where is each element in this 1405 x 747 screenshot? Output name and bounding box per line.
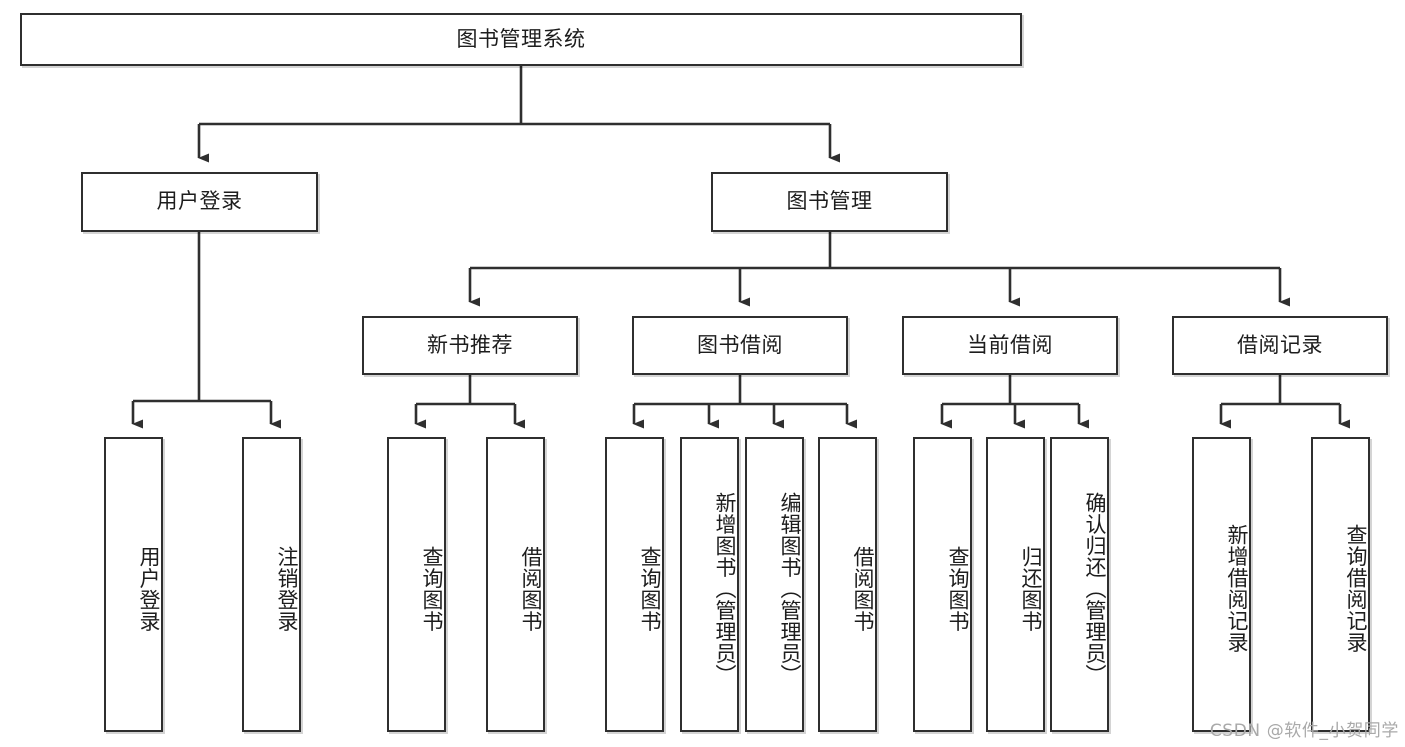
node-book-manage[interactable]: 图书管理 [711,172,948,232]
node-user-login[interactable]: 用户登录 [81,172,318,232]
node-leaf-add-book-label: 新增图书（管理员） [713,491,737,686]
node-leaf-query-book-1[interactable]: 查询图书 [387,437,446,732]
node-leaf-user-logout-label: 注销登录 [275,545,299,632]
node-leaf-borrow-book-1-label: 借阅图书 [519,545,543,632]
node-root[interactable]: 图书管理系统 [20,13,1022,66]
node-leaf-confirm-return[interactable]: 确认归还（管理员） [1050,437,1109,732]
node-borrow-record-label: 借阅记录 [1237,332,1323,357]
node-leaf-edit-book-label: 编辑图书（管理员） [778,491,802,686]
node-leaf-query-book-2[interactable]: 查询图书 [605,437,664,732]
node-leaf-query-book-3-label: 查询图书 [946,545,970,632]
node-book-borrow-label: 图书借阅 [697,332,783,357]
node-leaf-query-book-2-label: 查询图书 [638,545,662,632]
node-leaf-edit-book[interactable]: 编辑图书（管理员） [745,437,804,732]
node-leaf-query-book-1-label: 查询图书 [420,545,444,632]
node-new-book-rec[interactable]: 新书推荐 [362,316,578,375]
node-leaf-borrow-book-2[interactable]: 借阅图书 [818,437,877,732]
node-new-book-rec-label: 新书推荐 [427,332,513,357]
node-leaf-borrow-book-1[interactable]: 借阅图书 [486,437,545,732]
node-book-borrow[interactable]: 图书借阅 [632,316,848,375]
node-current-borrow-label: 当前借阅 [967,332,1053,357]
node-user-login-label: 用户登录 [156,189,243,214]
node-leaf-query-record-label: 查询借阅记录 [1344,524,1368,653]
node-leaf-user-logout[interactable]: 注销登录 [242,437,301,732]
node-leaf-borrow-book-2-label: 借阅图书 [851,545,875,632]
node-borrow-record[interactable]: 借阅记录 [1172,316,1388,375]
node-leaf-return-book-label: 归还图书 [1019,545,1043,632]
node-leaf-query-record[interactable]: 查询借阅记录 [1311,437,1370,732]
node-leaf-query-book-3[interactable]: 查询图书 [913,437,972,732]
node-current-borrow[interactable]: 当前借阅 [902,316,1118,375]
node-leaf-user-login[interactable]: 用户登录 [104,437,163,732]
node-root-label: 图书管理系统 [456,26,586,51]
node-book-manage-label: 图书管理 [786,189,873,214]
node-leaf-add-record-label: 新增借阅记录 [1225,524,1249,653]
node-leaf-confirm-return-label: 确认归还（管理员） [1083,491,1107,686]
node-leaf-user-login-label: 用户登录 [137,545,161,632]
node-leaf-add-record[interactable]: 新增借阅记录 [1192,437,1251,732]
csdn-watermark: CSDN @软件_小贺同学 [1209,721,1399,741]
node-leaf-add-book[interactable]: 新增图书（管理员） [680,437,739,732]
node-leaf-return-book[interactable]: 归还图书 [986,437,1045,732]
